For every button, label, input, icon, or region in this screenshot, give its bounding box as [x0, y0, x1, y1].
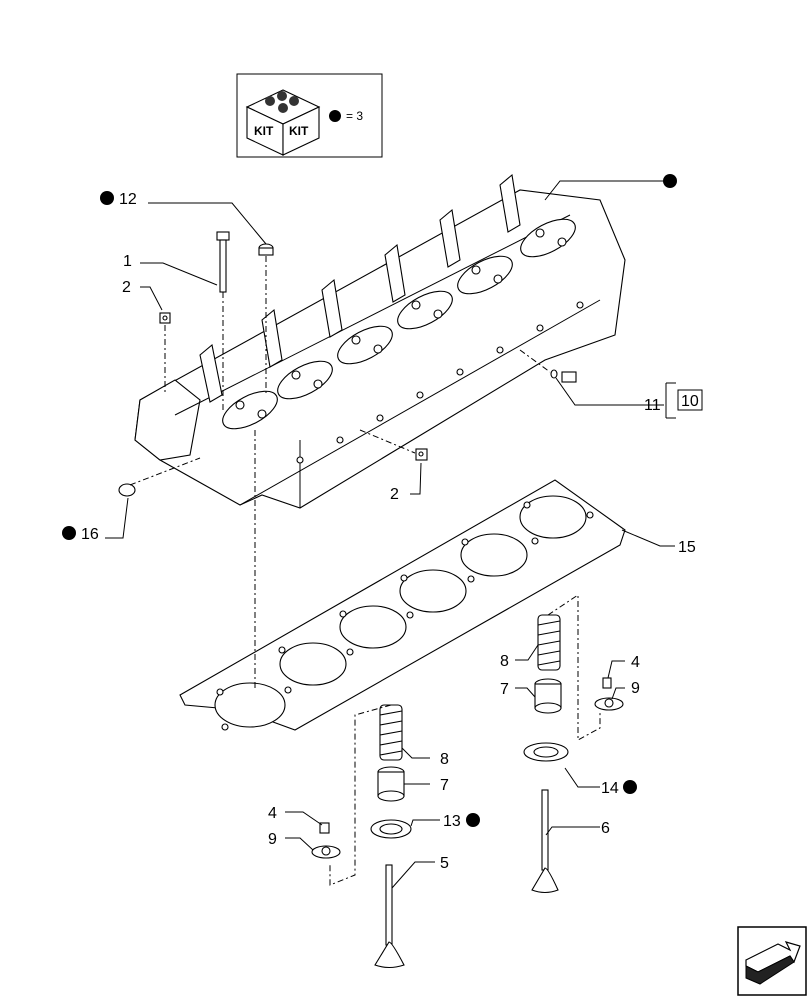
valve-seal-7-left: [377, 766, 405, 802]
plug-part-16: [118, 483, 136, 497]
callout-7-left: 7: [440, 777, 449, 794]
callout-9-left: 9: [268, 831, 277, 848]
callout-9-right: 9: [631, 680, 640, 697]
callout-15: 15: [678, 539, 696, 556]
callout-10-box: [677, 389, 703, 411]
callout-2-lower: 2: [390, 486, 399, 503]
plug-part-2-lower: [415, 448, 428, 461]
kit-bullet-icon: [329, 110, 341, 122]
plug-part-12: [258, 243, 274, 256]
callout-13: 13: [443, 813, 461, 830]
bullet-icon: [466, 813, 480, 827]
bullet-icon: [100, 191, 114, 205]
head-bolt-part-1: [216, 231, 230, 293]
head-gasket: [179, 479, 626, 731]
alignment-lines: [129, 256, 601, 886]
bullet-icon: [623, 780, 637, 794]
next-page-arrow-icon[interactable]: [737, 926, 807, 996]
callout-10: 10: [681, 393, 699, 410]
callout-12: 12: [119, 191, 137, 208]
rocker-towers: [199, 173, 521, 403]
callout-1: 1: [123, 253, 132, 270]
valve-cotter-4-left: [319, 822, 330, 834]
callout-14: 14: [601, 780, 619, 797]
callout-8-right: 8: [500, 653, 509, 670]
bullet-icon: [663, 174, 677, 188]
valve-seat-13: [370, 819, 412, 839]
callout-2-upper: 2: [122, 279, 131, 296]
head-bolt-holes: [296, 301, 584, 464]
plug-part-2-upper: [159, 312, 171, 324]
kit-label-left: KIT: [254, 124, 274, 138]
callout-11: 11: [644, 397, 661, 414]
valve-retainer-9-right: [594, 697, 624, 711]
callout-4-left: 4: [268, 805, 277, 822]
plug-part-11: [550, 369, 577, 383]
kit-equation: = 3: [346, 109, 363, 123]
kit-legend: KIT KIT = 3: [236, 73, 383, 158]
valve-cotter-4-right: [602, 677, 612, 689]
callout-7-right: 7: [500, 681, 509, 698]
callout-8-left: 8: [440, 751, 449, 768]
kit-box-icon: KIT KIT: [245, 89, 321, 156]
callout-16: 16: [81, 526, 99, 543]
leader-lines: [105, 180, 676, 889]
kit-label-right: KIT: [289, 124, 309, 138]
valve-spring-8-right: [537, 614, 561, 671]
valve-seal-7-right: [534, 678, 562, 714]
bullet-icon: [62, 526, 76, 540]
cylinder-head: [134, 173, 626, 509]
valve-6: [531, 789, 559, 894]
callout-5: 5: [440, 855, 449, 872]
valve-retainer-9-left: [311, 845, 341, 859]
callout-6: 6: [601, 820, 610, 837]
valve-5: [374, 864, 405, 969]
valve-seat-14: [523, 742, 569, 762]
valve-spring-8-left: [379, 704, 403, 761]
valve-pockets: [222, 218, 576, 430]
callout-4-right: 4: [631, 654, 640, 671]
callouts: 12 1 2 2 16 11 10 15 8 7 4 9 14 6 8 7 13…: [62, 174, 703, 872]
